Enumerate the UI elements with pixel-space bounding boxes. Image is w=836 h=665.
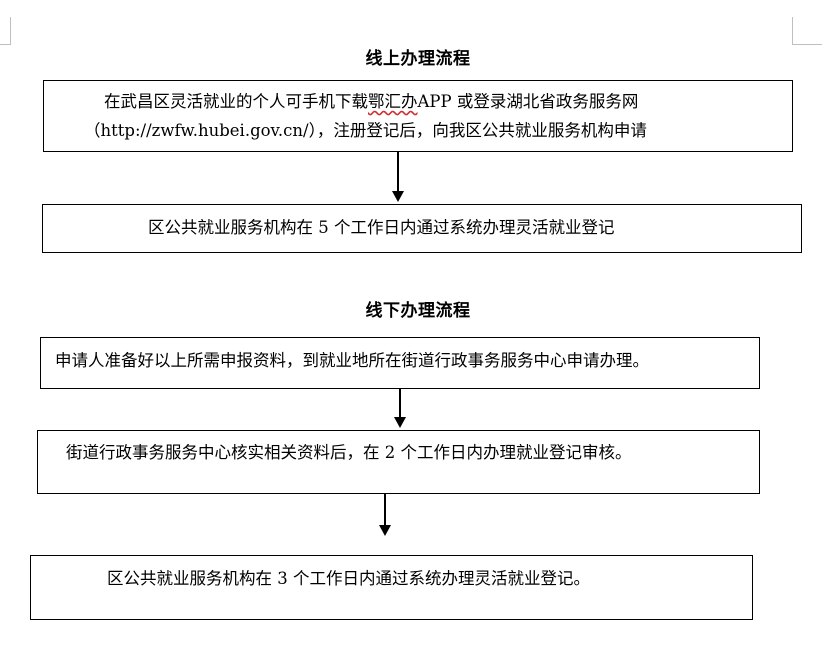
offline-step-3-box: 区公共就业服务机构在 3 个工作日内通过系统办理灵活就业登记。 [30, 555, 753, 620]
online-step-2-text: 区公共就业服务机构在 5 个工作日内通过系统办理灵活就业登记 [148, 218, 615, 237]
arrow-down [394, 389, 406, 429]
arrow-down [379, 494, 391, 536]
offline-step-2-box: 街道行政事务服务中心核实相关资料后，在 2 个工作日内办理就业登记审核。 [37, 430, 760, 494]
offline-step-1-text: 申请人准备好以上所需申报资料，到就业地所在街道行政事务服务中心申请办理。 [55, 351, 649, 370]
offline-step-3-text: 区公共就业服务机构在 3 个工作日内通过系统办理灵活就业登记。 [107, 569, 590, 588]
app-name: 鄂汇办 [368, 92, 418, 111]
arrow-down [392, 152, 404, 202]
crop-mark-top-left [0, 44, 11, 45]
online-step-1-box: 在武昌区灵活就业的个人可手机下载鄂汇办APP 或登录湖北省政务服务网 （http… [43, 80, 793, 152]
crop-mark-top-left [10, 17, 11, 45]
online-step-1-line-2: （http://zwfw.hubei.gov.cn/），注册登记后，向我区公共就… [84, 121, 647, 140]
online-step-2-box: 区公共就业服务机构在 5 个工作日内通过系统办理灵活就业登记 [42, 204, 802, 253]
crop-mark-top-right [792, 44, 822, 45]
offline-process-heading: 线下办理流程 [365, 301, 471, 321]
offline-step-2-text: 街道行政事务服务中心核实相关资料后，在 2 个工作日内办理就业登记审核。 [66, 443, 632, 462]
crop-mark-top-right [792, 17, 793, 45]
online-step-1-line-1: 在武昌区灵活就业的个人可手机下载鄂汇办APP 或登录湖北省政务服务网 [104, 92, 639, 111]
offline-step-1-box: 申请人准备好以上所需申报资料，到就业地所在街道行政事务服务中心申请办理。 [40, 337, 760, 389]
online-process-heading: 线上办理流程 [365, 49, 471, 69]
